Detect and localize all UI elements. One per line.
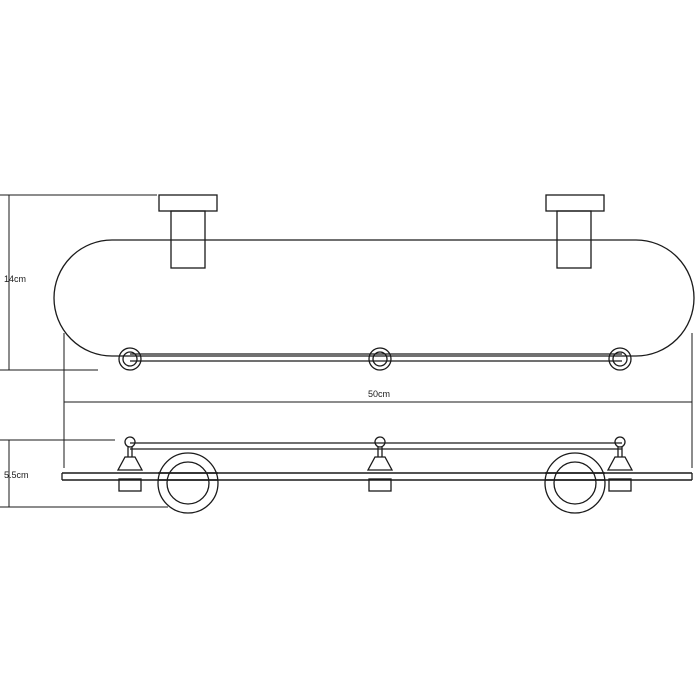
width-dimension: [63, 333, 693, 468]
wall-rosette-left: [157, 452, 219, 514]
rail-clamp-center: [366, 436, 394, 492]
rail-post-right: [608, 347, 632, 371]
height-dimension: [0, 194, 157, 371]
rail-clamp-left: [116, 436, 144, 492]
width-label: 50cm: [368, 389, 390, 399]
height-label: 14cm: [4, 274, 26, 284]
depth-dimension: [0, 439, 168, 508]
wall-bracket-left: [158, 194, 218, 269]
wall-bracket-right: [545, 194, 605, 269]
rail-clamp-right: [606, 436, 634, 492]
wall-rosette-right: [544, 452, 606, 514]
rail-post-left: [118, 347, 142, 371]
rail-post-center: [368, 347, 392, 371]
depth-label: 5.5cm: [4, 470, 29, 480]
front-rail-side: [130, 442, 622, 450]
glass-shelf-outline: [53, 239, 695, 357]
front-rail-top: [130, 353, 622, 362]
front-view: [61, 436, 693, 514]
top-view: [53, 194, 695, 371]
